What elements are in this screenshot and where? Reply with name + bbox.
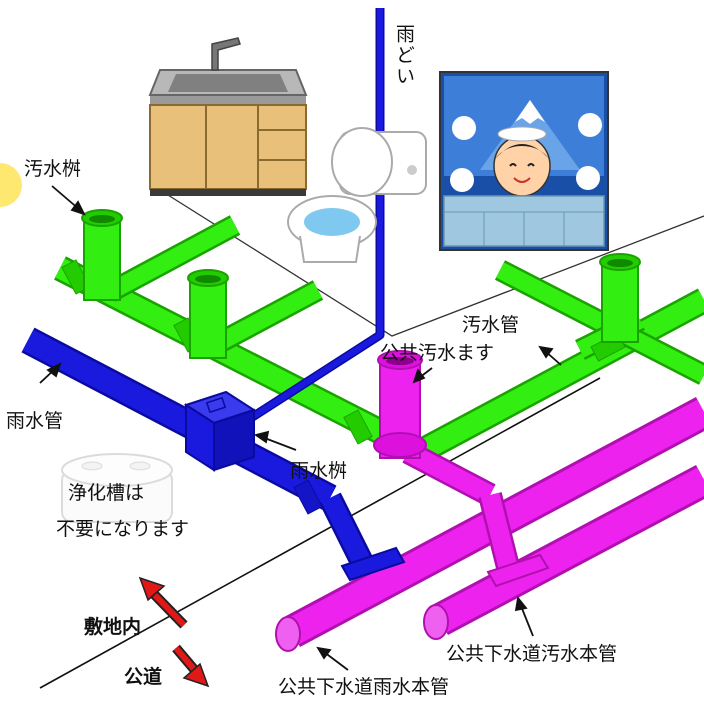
label-sewage-pipe: 汚水管	[462, 314, 520, 336]
label-rain-gutter: 雨どい	[393, 24, 415, 87]
label-public-sewage-main: 公共下水道汚水本管	[446, 643, 618, 665]
pointer-arrows	[39, 185, 562, 671]
kitchen-sink-icon	[148, 37, 308, 196]
label-inside-property: 敷地内	[84, 616, 142, 638]
label-storm-pipe: 雨水管	[6, 410, 64, 432]
property-boundary-line	[39, 377, 601, 689]
label-public-storm-main: 公共下水道雨水本管	[278, 676, 450, 698]
label-septic-line1: 浄化槽は	[68, 482, 145, 504]
label-sewage-masu: 汚水桝	[24, 158, 82, 180]
toilet-icon	[287, 127, 427, 263]
septic-tank-icon	[61, 453, 173, 523]
storm-masu-box	[183, 390, 257, 472]
sewage-masu-3	[599, 253, 641, 343]
bath-scene-icon	[439, 71, 609, 251]
public-masu-connection	[402, 441, 550, 588]
sewage-masu-2	[187, 269, 229, 359]
label-septic-line2: 不要になります	[56, 518, 190, 540]
storm-pipes	[21, 8, 406, 582]
public-sewage-masu	[373, 350, 427, 459]
direction-arrow-inside	[138, 576, 188, 629]
label-public-sewage-masu: 公共汚水ます	[380, 342, 495, 364]
label-storm-masu: 雨水桝	[290, 460, 348, 482]
direction-arrow-road	[172, 644, 210, 688]
sewage-masu-1	[81, 209, 123, 301]
house-floor-outline	[159, 189, 704, 337]
corner-highlight	[0, 163, 22, 207]
label-public-road: 公道	[124, 666, 163, 688]
